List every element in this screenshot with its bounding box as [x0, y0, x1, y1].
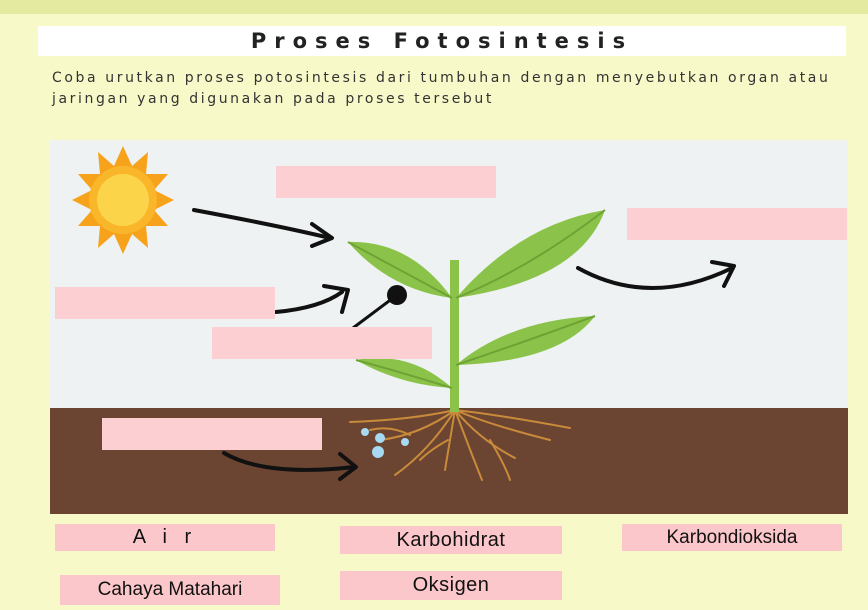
top-banner-stripe: [0, 0, 868, 14]
word-card-label: Oksigen: [413, 574, 490, 597]
title-bar: Proses Fotosintesis: [38, 26, 846, 56]
word-card-label: A i r: [133, 526, 197, 549]
word-card-oksigen[interactable]: Oksigen: [340, 571, 562, 600]
answer-slot-middle[interactable]: [212, 327, 432, 359]
answer-slot-bottom[interactable]: [102, 418, 322, 450]
answer-slot-left[interactable]: [55, 287, 275, 319]
word-card-label: Karbohidrat: [397, 529, 506, 552]
word-card-label: Cahaya Matahari: [98, 579, 243, 601]
word-card-karbondioksida[interactable]: Karbondioksida: [622, 524, 842, 551]
page-title: Proses Fotosintesis: [251, 29, 633, 53]
word-card-air[interactable]: A i r: [55, 524, 275, 551]
plant-stem: [450, 260, 459, 412]
answer-slot-right[interactable]: [627, 208, 847, 240]
word-card-cahaya-matahari[interactable]: Cahaya Matahari: [60, 575, 280, 605]
instruction-text: Coba urutkan proses potosintesis dari tu…: [52, 68, 842, 110]
word-card-karbohidrat[interactable]: Karbohidrat: [340, 526, 562, 554]
word-card-label: Karbondioksida: [667, 527, 798, 549]
answer-slot-top[interactable]: [276, 166, 496, 198]
